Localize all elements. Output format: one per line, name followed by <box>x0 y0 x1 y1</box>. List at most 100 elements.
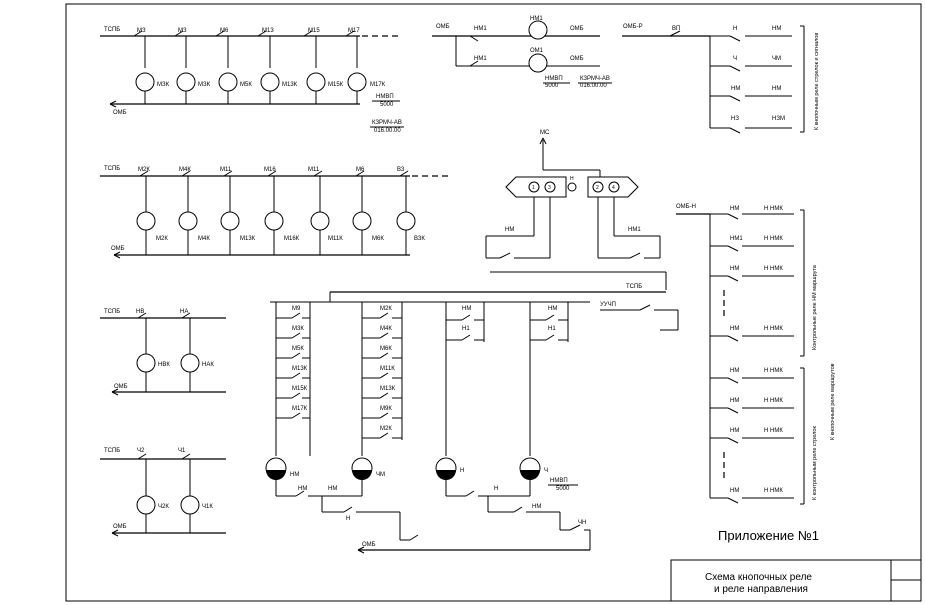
direction-note-c: КЗРМЧ-АВ <box>580 76 610 82</box>
block-2-relay-4 <box>264 211 284 231</box>
right-bottom-contact-6: НМ <box>730 398 739 404</box>
block-1-contact-5: М15 <box>308 28 320 34</box>
right-top-out-3: НМ <box>772 86 781 92</box>
block-2-contact-2: М4К <box>179 167 191 173</box>
bottom-col-2-label-6: М9К <box>380 406 392 412</box>
center-contact-2: НМ1 <box>628 227 641 233</box>
right-bottom-out-2: Н НМК <box>764 236 783 242</box>
block-4-relay-label-1: Ч2К <box>158 504 169 510</box>
block-2-col-3: М11 М13К <box>220 167 256 255</box>
right-top-row-3: НМ НМ <box>710 86 792 102</box>
block-3-relay-1 <box>136 353 156 373</box>
block-2-relay-7 <box>396 211 416 231</box>
right-bottom-row-1: НМ Н НМК <box>710 206 794 220</box>
right-bottom-contact-1: НМ <box>730 206 739 212</box>
block-2-col-2: М4К М4К <box>178 167 210 255</box>
bottom-col-2: М2К М4К М6К М11К М13К М9К М2К <box>361 302 403 456</box>
bottom-in2: УУЧП <box>600 302 616 308</box>
block-4-contact-2: Ч1 <box>178 448 186 454</box>
right-bottom-block: ОМБ-Н НМ Н НМК НМ1 Н НМК НМ Н НМК НМ Н Н… <box>676 204 836 505</box>
block-4-relay-2 <box>180 495 200 515</box>
block-1-col-2: МЗ МЗК <box>171 28 211 104</box>
bottom-chain-4: Н <box>494 486 498 492</box>
right-top-out-4: НЗМ <box>772 116 785 122</box>
bottom-col-2-label-3: М6К <box>380 346 392 352</box>
block-1-note-1a: НМВП <box>376 94 394 100</box>
bottom-lamp-label-2: ЧМ <box>376 472 385 478</box>
right-bottom-contact-4: НМ <box>730 326 739 332</box>
bottom-bus: ОМБ <box>362 542 376 548</box>
right-bottom-contact-2: НМ1 <box>730 236 743 242</box>
bottom-lamp-note-1: НМВП <box>550 478 568 484</box>
block-3-contact-1: НВ <box>136 309 144 315</box>
block-2-col-5: М11 М11К <box>308 167 343 255</box>
block-1-col-1: МЗ МЗК <box>130 28 170 104</box>
right-top-contact-4: НЗ <box>731 116 739 122</box>
block-2-relay-label-7: ВЗК <box>414 236 425 242</box>
block-1-bus-out: ОМБ <box>113 110 127 116</box>
right-bottom-out-3: Н НМК <box>764 266 783 272</box>
block-1-contact-4: М13 <box>262 28 274 34</box>
right-bottom-out-4: Н НМК <box>764 326 783 332</box>
direction-bus: ОМБ <box>436 24 450 30</box>
block-2-relay-3 <box>220 211 240 231</box>
block-2-relay-label-6: М6К <box>372 236 384 242</box>
block-3-relay-label-1: НВК <box>158 362 170 368</box>
block-2-bus-in: ТСПБ <box>104 166 120 172</box>
block-1-contact-3: М6 <box>220 28 229 34</box>
right-bottom-contact-5: НМ <box>730 368 739 374</box>
direction-cell-label-2: 3 <box>548 185 551 191</box>
block-2-contact-6: М6 <box>356 167 365 173</box>
right-top-side-label: К кнопочным реле стрелок и сигналов <box>814 33 820 130</box>
block-2-relay-label-3: М13К <box>240 236 256 242</box>
right-bottom-contact-7: НМ <box>730 428 739 434</box>
right-top-row-1: Н НМ <box>710 26 792 42</box>
block-1-col-3: М6 М5К <box>212 28 252 104</box>
bottom-lamp-2: ЧМ <box>351 457 385 480</box>
bottom-col-1-label-4: М13К <box>292 366 308 372</box>
bottom-chain-2: НМ <box>328 486 337 492</box>
direction-lamp-label-2: ОМ1 <box>530 48 544 54</box>
direction-lamp-2 <box>528 53 548 73</box>
block-2-contact-5: М11 <box>308 167 320 173</box>
right-bottom-bus: ОМБ-Н <box>676 204 696 210</box>
block-2-relay-label-4: М16К <box>284 236 300 242</box>
block-4-relay-label-2: Ч1К <box>202 504 213 510</box>
bottom-lamp-4: Ч <box>519 457 548 480</box>
right-bottom-contact-8: НМ <box>730 488 739 494</box>
block-1-col-4: М13 М13К <box>254 28 298 104</box>
block-3-contact-2: НА <box>180 309 188 315</box>
block-1-relay-6 <box>347 72 367 92</box>
right-top-contact-2: Ч <box>733 56 737 62</box>
direction-out-2: ОМБ <box>570 56 584 62</box>
direction-lamp-label-1: НМ1 <box>530 16 543 22</box>
direction-cell-2 <box>544 181 556 193</box>
block-4-relay-1 <box>136 495 156 515</box>
block-1-relay-label-5: М15К <box>328 82 344 88</box>
block-1-relay-label-3: М5К <box>240 82 252 88</box>
right-bottom-row-2: НМ1 Н НМК <box>710 236 794 252</box>
block-2-contact-1: М2К <box>138 167 150 173</box>
bottom-col-4-label-2: Н1 <box>548 326 556 332</box>
bottom-col-3-label-1: НМ <box>462 306 471 312</box>
right-bottom-side-2: К кнопочным реле маршрутов <box>830 363 836 440</box>
direction-lamp-1 <box>528 20 548 40</box>
block-1-relay-label-4: М13К <box>282 82 298 88</box>
right-top-bus: ОМБ-Р <box>623 24 643 30</box>
right-bottom-side-3: К контрольным реле стрелок <box>812 426 818 500</box>
bottom-col-2-label-2: М4К <box>380 326 392 332</box>
right-bottom-out-1: Н НМК <box>764 206 783 212</box>
bottom-chain-5: НМ <box>532 504 541 510</box>
block-1-col-5: М15 М15К <box>300 28 344 104</box>
center-direction-switch: МС 1 3 Н 2 4 НМ НМ1 ТСПБ <box>485 130 667 290</box>
bottom-col-1-label-1: М9 <box>292 306 301 312</box>
direction-cell-4 <box>608 181 620 193</box>
block-1-relay-label-2: МЗК <box>198 82 211 88</box>
bottom-col-2-label-7: М2К <box>380 426 392 432</box>
bottom-col-3-label-2: Н1 <box>462 326 470 332</box>
bottom-col-2-label-4: М11К <box>380 366 395 372</box>
bottom-lamp-label-1: НМ <box>290 472 299 478</box>
direction-contact-1: НМ1 <box>474 26 487 32</box>
bottom-chain-3: Н <box>346 516 350 522</box>
block-1-bus-in: ТСПБ <box>104 27 120 33</box>
